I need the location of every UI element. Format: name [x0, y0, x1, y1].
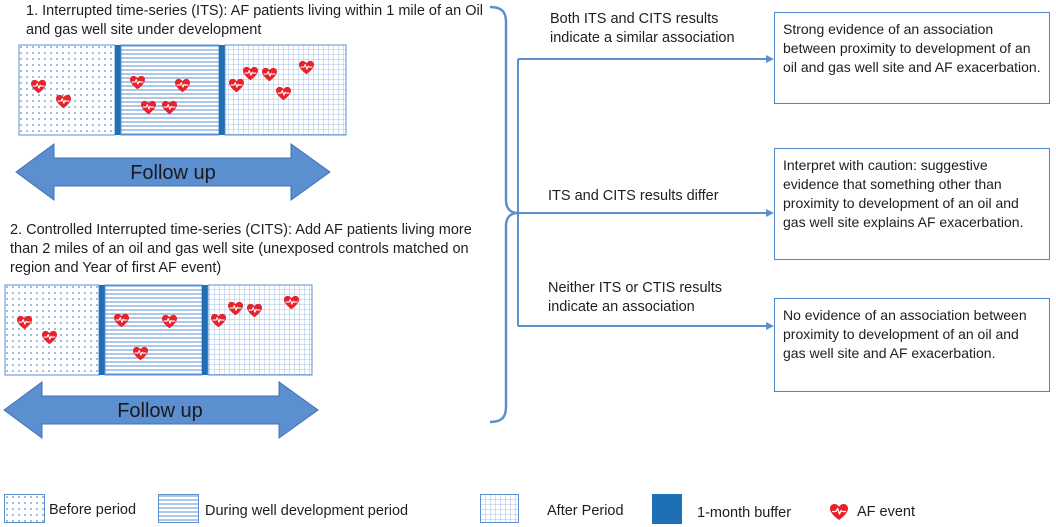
branch-label-differ: ITS and CITS results differ [548, 188, 719, 204]
its-during-period [120, 44, 220, 136]
outcome-box-none: No evidence of an association between pr… [774, 298, 1050, 392]
legend-swatch-before [4, 494, 45, 523]
follow-up-arrow-2 [3, 381, 319, 439]
its-title: 1. Interrupted time-series (ITS): AF pat… [26, 3, 483, 38]
its-buffer-1 [115, 45, 121, 135]
branch-label-none: Neither ITS or CTIS results indicate an … [548, 280, 723, 315]
legend-swatch-buffer [652, 494, 682, 524]
curly-brace [489, 5, 519, 424]
follow-up-arrow-1 [15, 143, 331, 201]
its-timeline [18, 44, 347, 136]
cits-timeline [4, 284, 313, 376]
legend-label-during: During well development period [205, 503, 409, 519]
cits-buffer-1 [99, 285, 105, 375]
legend-label-before: Before period [49, 502, 137, 518]
legend-label-buffer: 1-month buffer [697, 505, 792, 521]
its-buffer-2 [219, 45, 225, 135]
legend-swatch-after [480, 494, 519, 523]
cits-title: 2. Controlled Interrupted time-series (C… [10, 222, 472, 276]
cits-before-period [4, 284, 100, 376]
its-before-period [18, 44, 116, 136]
cits-buffer-2 [202, 285, 208, 375]
legend-swatch-during [158, 494, 199, 523]
outcome-box-strong: Strong evidence of an association betwee… [774, 12, 1050, 104]
decision-connectors [489, 5, 774, 424]
legend-label-after: After Period [547, 503, 624, 519]
legend-label-af-event: AF event [857, 504, 916, 520]
follow-up-label-1: Follow up [130, 162, 216, 184]
cits-during-period [104, 284, 203, 376]
heart-pulse-icon [829, 503, 849, 521]
branch-label-similar: Both ITS and CITS results indicate a sim… [550, 11, 735, 46]
follow-up-label-2: Follow up [117, 400, 203, 422]
outcome-box-caution: Interpret with caution: suggestive evide… [774, 148, 1050, 260]
